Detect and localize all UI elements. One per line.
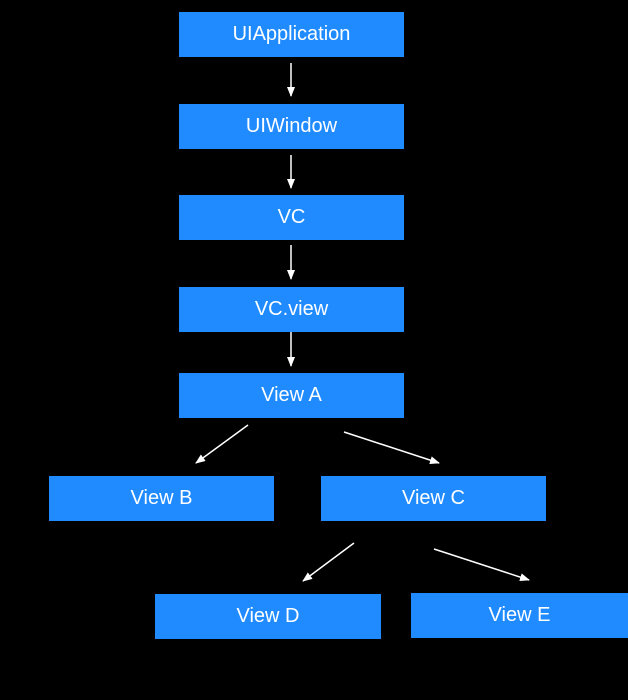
node-view-b: View B xyxy=(49,476,274,521)
node-view-c: View C xyxy=(321,476,546,521)
node-view-a: View A xyxy=(179,373,404,418)
edge-viewa-viewc xyxy=(343,431,440,465)
node-vc-view: VC.view xyxy=(179,287,404,332)
edge-viewa-viewb xyxy=(195,424,249,464)
edge-viewc-viewd xyxy=(302,542,355,582)
node-uiapplication: UIApplication xyxy=(179,12,404,57)
edge-viewc-viewe xyxy=(433,548,530,582)
node-view-d: View D xyxy=(155,594,381,639)
node-view-e: View E xyxy=(411,593,628,638)
node-uiwindow: UIWindow xyxy=(179,104,404,149)
node-vc: VC xyxy=(179,195,404,240)
